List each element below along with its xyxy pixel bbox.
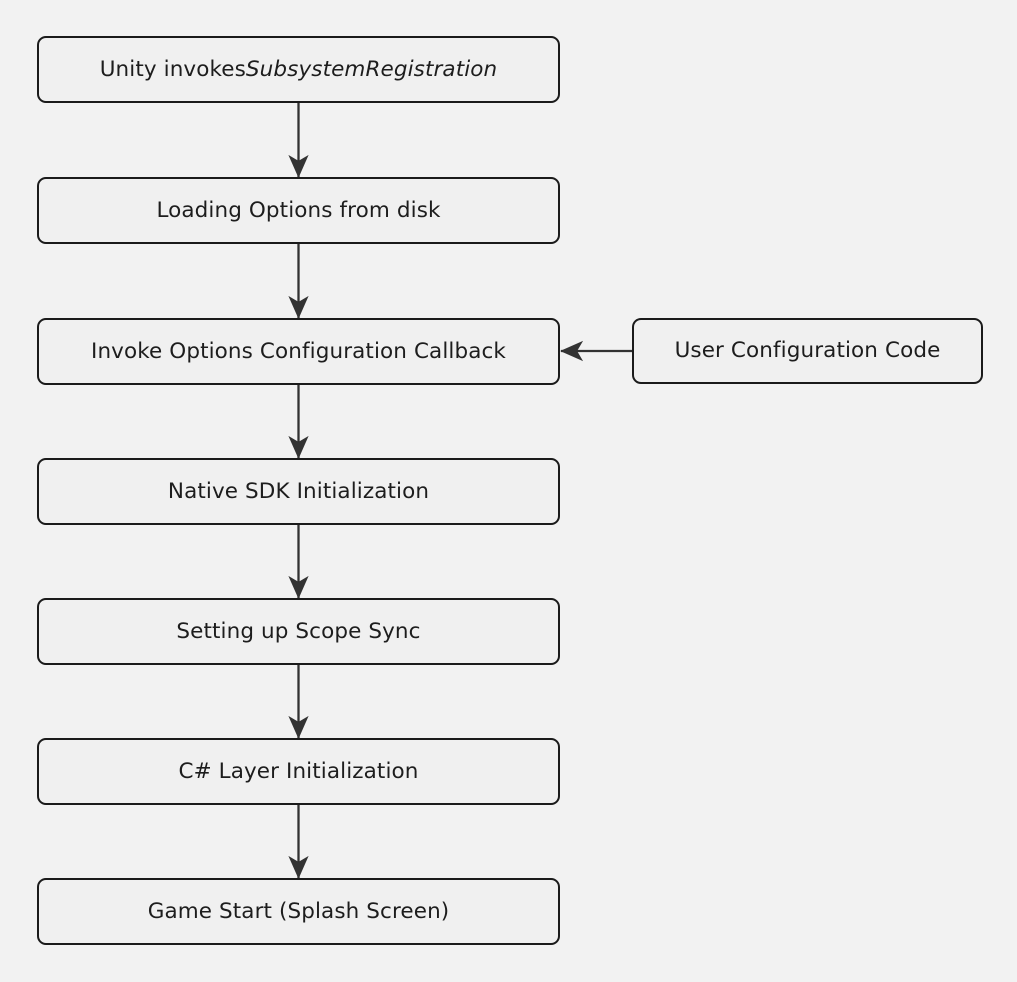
node-game-start-splash-screen[interactable]: Game Start (Splash Screen) bbox=[37, 878, 560, 945]
node-label: Setting up Scope Sync bbox=[176, 618, 421, 644]
node-label-emphasis: SubsystemRegistration bbox=[245, 56, 498, 82]
node-csharp-layer-initialization[interactable]: C# Layer Initialization bbox=[37, 738, 560, 805]
node-label: Game Start (Splash Screen) bbox=[147, 898, 450, 924]
node-label: Loading Options from disk bbox=[156, 197, 441, 223]
node-native-sdk-initialization[interactable]: Native SDK Initialization bbox=[37, 458, 560, 525]
node-label: C# Layer Initialization bbox=[178, 758, 419, 784]
node-label: Native SDK Initialization bbox=[167, 478, 430, 504]
node-loading-options-from-disk[interactable]: Loading Options from disk bbox=[37, 177, 560, 244]
node-setting-up-scope-sync[interactable]: Setting up Scope Sync bbox=[37, 598, 560, 665]
node-label: User Configuration Code bbox=[674, 338, 941, 364]
node-label-plain: Unity invokes bbox=[99, 56, 246, 82]
node-label: Invoke Options Configuration Callback bbox=[91, 338, 506, 364]
node-user-configuration-code[interactable]: User Configuration Code bbox=[632, 318, 983, 384]
node-invoke-options-configuration-callback[interactable]: Invoke Options Configuration Callback bbox=[37, 318, 560, 385]
node-unity-invokes-subsystemregistration[interactable]: Unity invokes SubsystemRegistration bbox=[37, 36, 560, 103]
